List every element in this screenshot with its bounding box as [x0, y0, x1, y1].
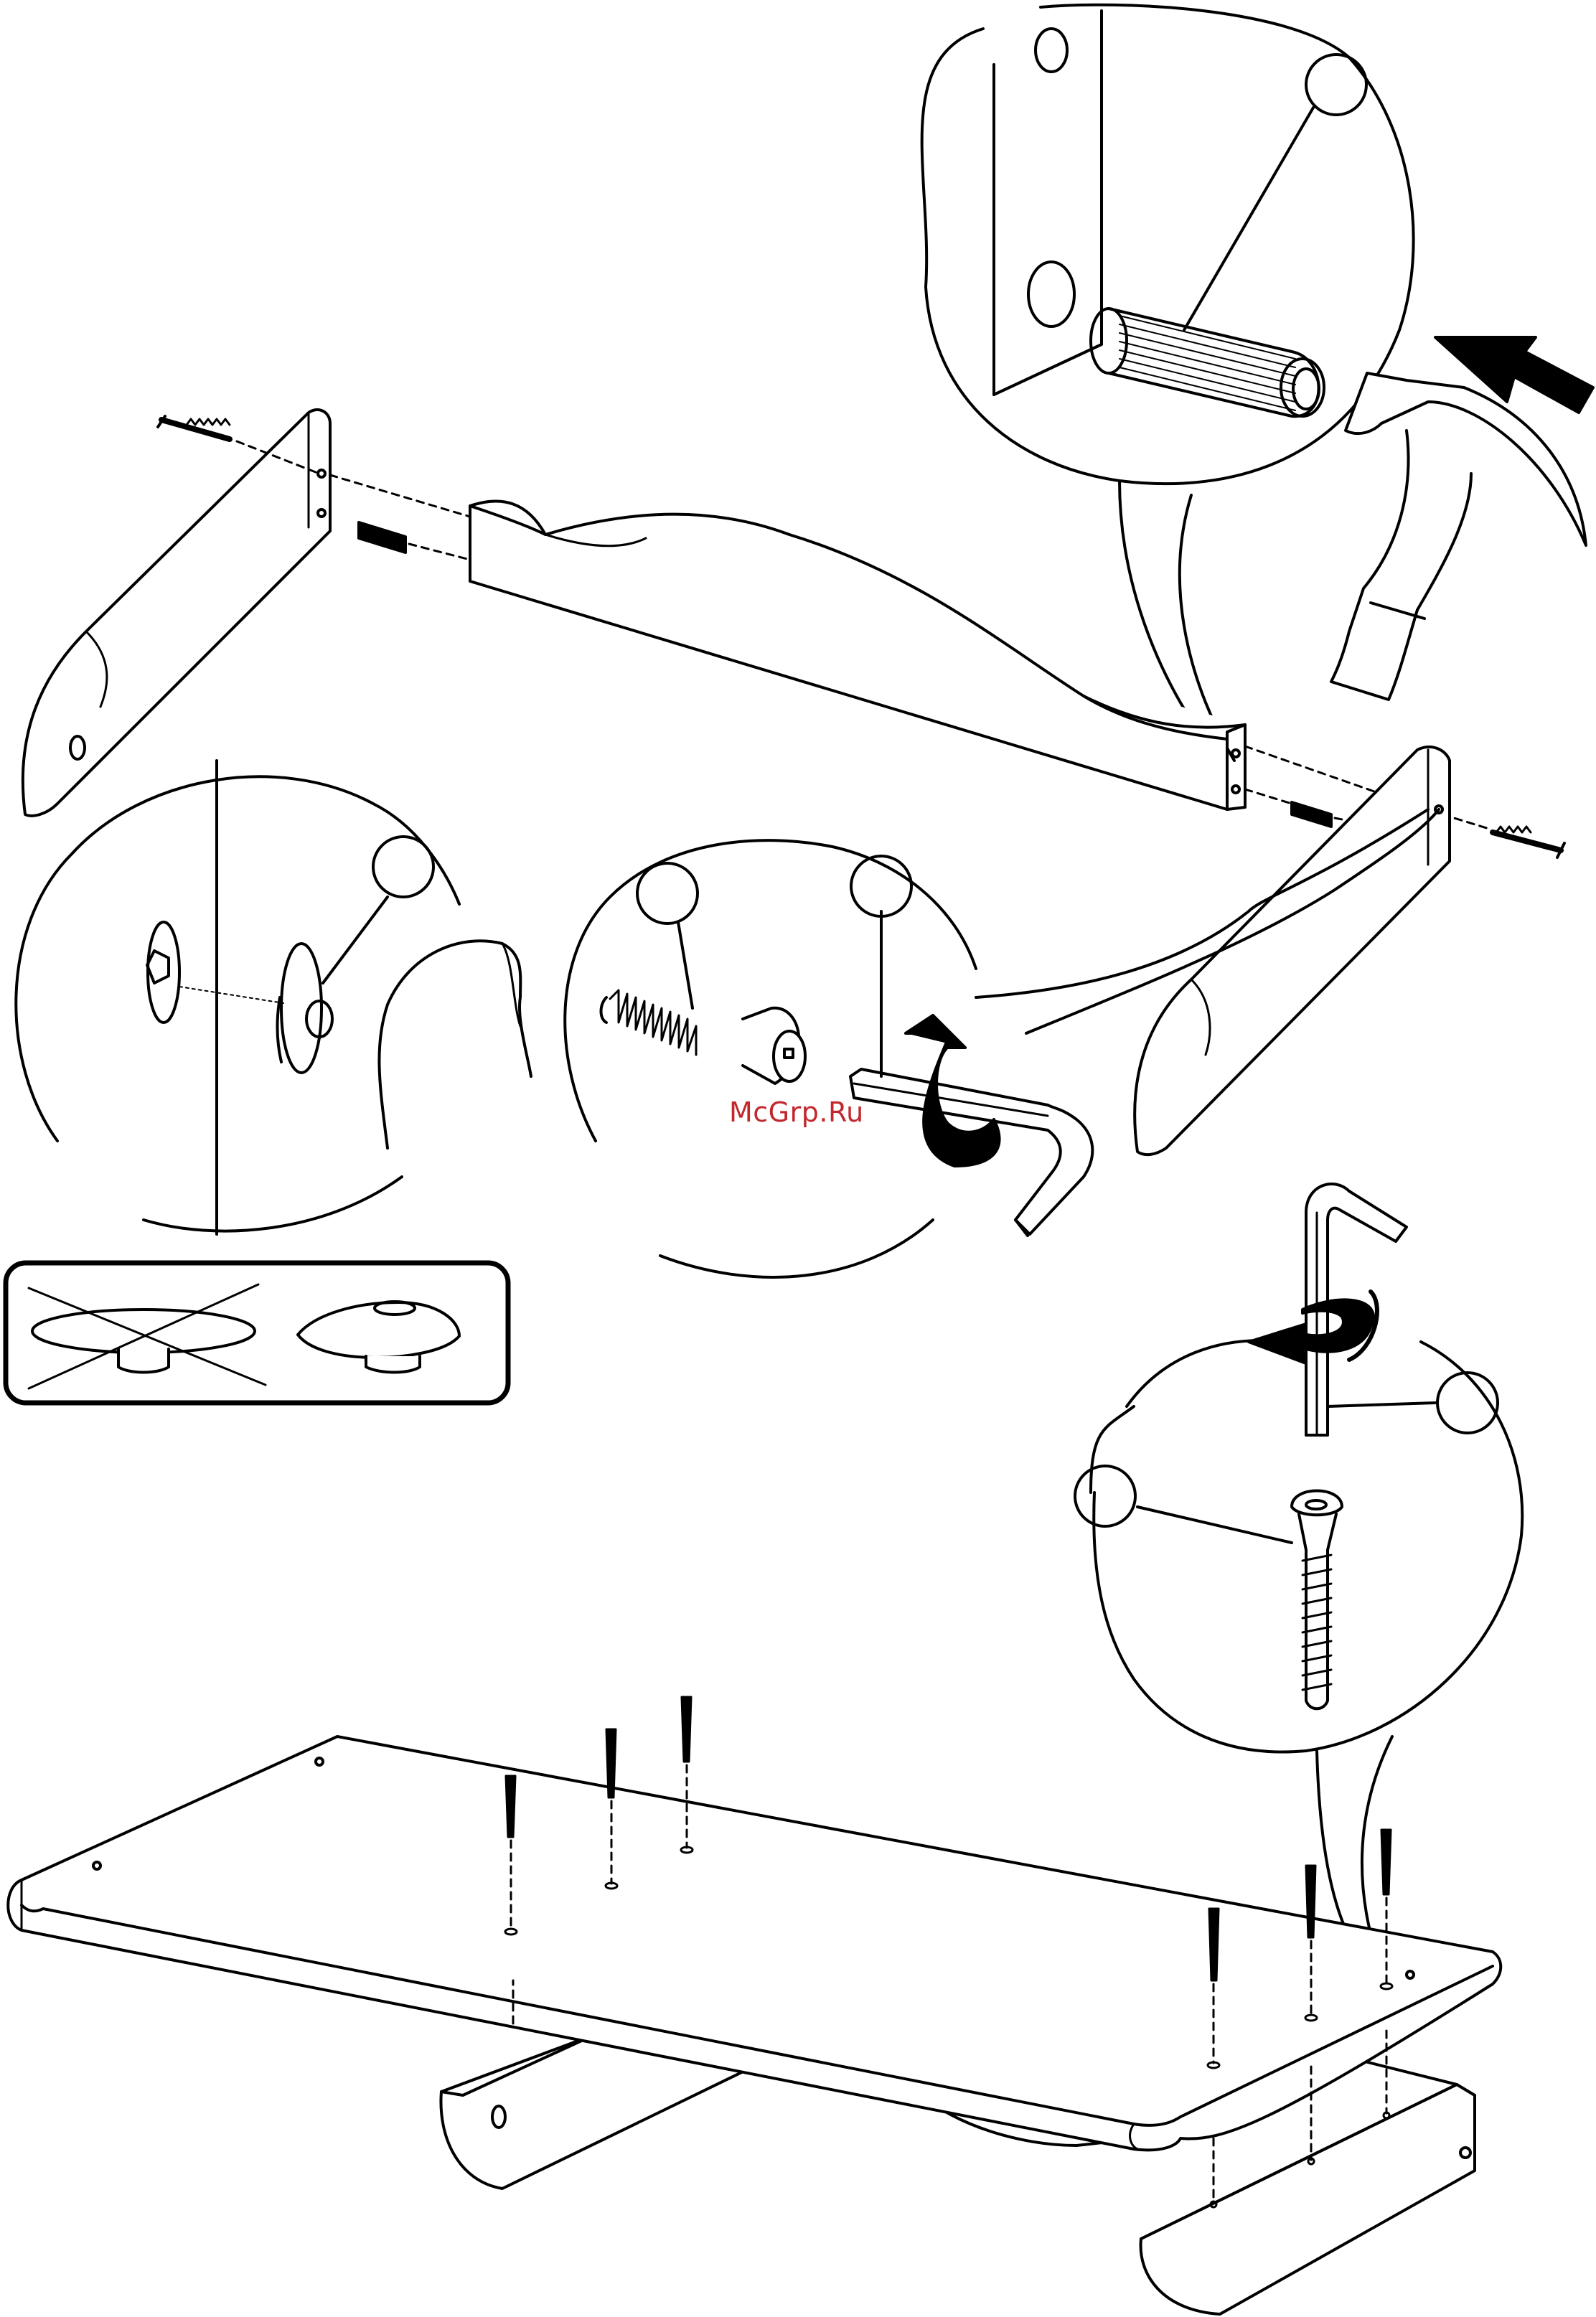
connector-bolt	[601, 990, 806, 1084]
callout-balloon-bolt	[637, 863, 698, 923]
wrong-orientation-icon	[29, 1284, 266, 1388]
hammer-icon	[1331, 373, 1586, 700]
shelf-board	[8, 1736, 1501, 2150]
orientation-check-box	[6, 1263, 508, 1403]
wood-screw	[1292, 1491, 1342, 1709]
dowel-detail-circle	[922, 5, 1414, 761]
left-screw	[158, 416, 230, 439]
cam-lock-detail-circle	[16, 761, 531, 1234]
dowel	[1091, 309, 1324, 416]
curved-rail	[470, 501, 1245, 809]
left-dowel	[359, 522, 405, 553]
finger-icon	[379, 941, 531, 1148]
correct-orientation-icon	[298, 1302, 459, 1373]
screw-detail-circle	[1075, 1184, 1522, 1988]
right-screw	[1493, 827, 1564, 857]
callout-balloon-cam	[373, 837, 433, 897]
callout-balloon-screw-left	[1075, 1466, 1135, 1526]
watermark-text: McGrp.Ru	[729, 1096, 873, 1128]
right-dowel	[1292, 802, 1331, 827]
left-side-panel	[23, 410, 330, 816]
callout-balloon-dowel	[1306, 55, 1366, 115]
